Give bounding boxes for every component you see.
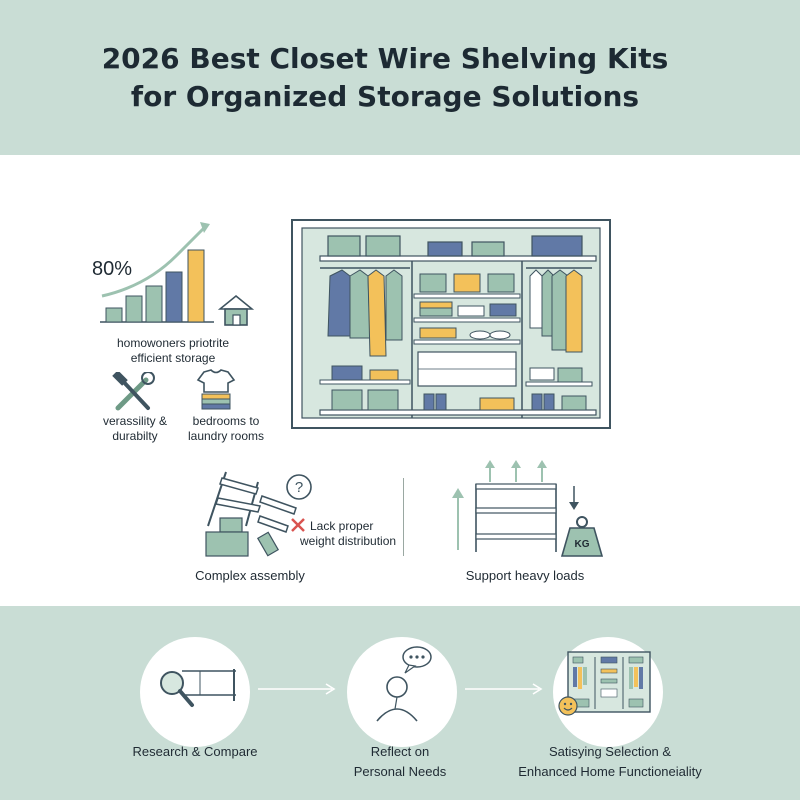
step-2-line-1: Reflect on	[370, 744, 430, 759]
shelf-load-icon	[452, 460, 579, 552]
bedrooms-caption: bedrooms to laundry rooms	[176, 414, 276, 444]
support-heavy-loads-label: Support heavy loads	[465, 568, 585, 583]
title-line-2: for Organized Storage Solutions	[130, 80, 640, 113]
step-3-line-2: Enhanced Home Functioneiality	[518, 764, 702, 779]
divider	[403, 478, 404, 556]
step-label-reflect: Reflect on Personal Needs	[320, 742, 480, 782]
closet-thumbnail-icon	[567, 651, 651, 713]
step-label-selection: Satisying Selection & Enhanced Home Func…	[500, 742, 720, 782]
step-label-research: Research & Compare	[110, 742, 280, 762]
growth-chart-icon	[100, 222, 214, 323]
broken-shelf-icon	[205, 471, 297, 557]
versatility-line-1: verassility &	[102, 414, 167, 428]
homeowners-line-2: efficient storage	[130, 351, 216, 365]
weight-caption: Lack proper weight distribution	[300, 519, 420, 549]
versatility-line-2: durabilty	[112, 429, 158, 443]
arrow-icon	[258, 683, 336, 695]
x-mark-icon	[291, 518, 305, 532]
question-icon: ?	[286, 474, 312, 500]
step-circle-research	[140, 637, 250, 747]
closet-illustration	[291, 219, 611, 429]
step-3-line-1: Satisying Selection &	[548, 744, 672, 759]
tools-icon	[112, 372, 155, 411]
homeowners-caption: homowoners priotrite efficient storage	[78, 336, 268, 366]
homeowners-line-1: homowoners priotrite	[116, 336, 230, 350]
step-1-line-1: Research & Compare	[132, 744, 258, 759]
versatility-caption: verassility & durabilty	[90, 414, 180, 444]
kg-label: KG	[574, 539, 590, 550]
arrow-icon	[465, 683, 543, 695]
svg-text:?: ?	[295, 479, 303, 496]
title-line-1: 2026 Best Closet Wire Shelving Kits	[101, 42, 669, 75]
weight-line-1: Lack proper	[310, 519, 374, 533]
header-band	[0, 0, 800, 155]
step-2-line-2: Personal Needs	[353, 764, 447, 779]
weight-line-2: weight distribution	[300, 534, 397, 548]
step-circle-selection	[553, 637, 663, 747]
page-title: 2026 Best Closet Wire Shelving Kits for …	[0, 40, 770, 116]
bedrooms-line-1: bedrooms to	[192, 414, 260, 428]
speech-bubble-icon	[402, 646, 432, 674]
house-icon	[218, 294, 254, 326]
stat-percent: 80%	[92, 258, 133, 280]
person-thinking-icon	[376, 676, 418, 722]
kg-weight-icon	[560, 516, 604, 557]
bedrooms-line-2: laundry rooms	[187, 429, 265, 443]
magnifier-icon	[160, 669, 236, 707]
smiley-icon	[558, 696, 578, 716]
complex-assembly-label: Complex assembly	[195, 568, 305, 583]
clothes-icon	[196, 369, 236, 410]
step-circle-reflect	[347, 637, 457, 747]
